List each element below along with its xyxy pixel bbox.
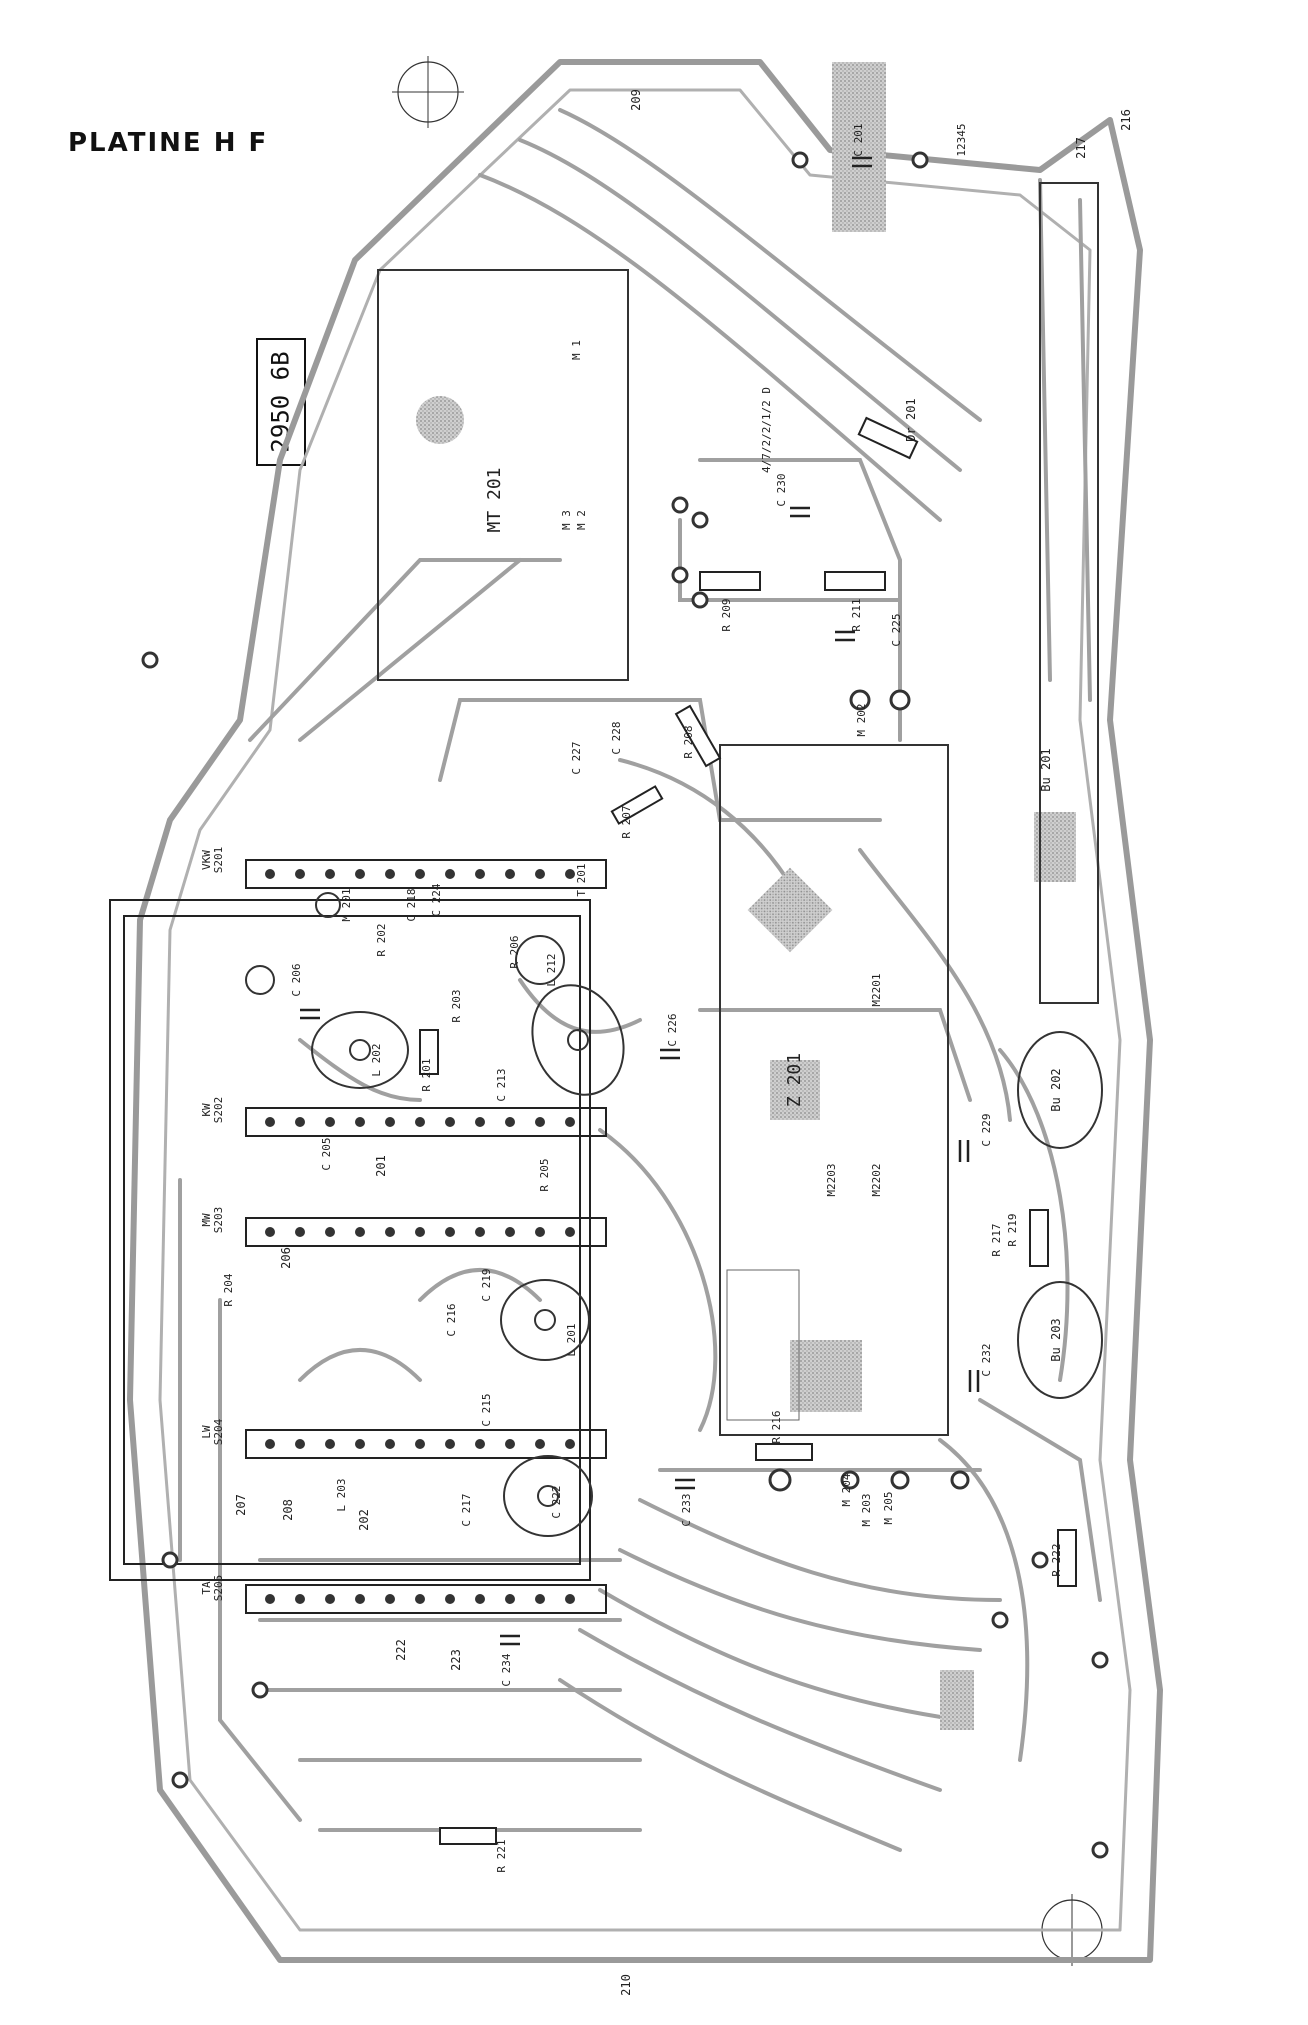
component-label: S202 [212, 1097, 225, 1124]
component-label: 209 [629, 89, 643, 111]
switch-bank-frame [109, 899, 591, 1581]
component-label: C 230 [775, 473, 788, 506]
component-label: C 229 [980, 1113, 993, 1146]
component-label: M2202 [870, 1163, 883, 1196]
registration-mark-top [392, 56, 464, 128]
component-label: S201 [212, 847, 225, 874]
component-label: M 201 [340, 888, 353, 921]
component-label: T 201 [575, 863, 588, 896]
coil-forms [245, 892, 1103, 1537]
component-label: C 225 [890, 613, 903, 646]
component-label: R 217 [990, 1223, 1003, 1256]
component-label: C 217 [460, 1493, 473, 1526]
resistors [419, 416, 1077, 1845]
capacitors [300, 156, 980, 1646]
component-label: M2201 [870, 973, 883, 1006]
component-label: S204 [212, 1418, 225, 1445]
component-label: C 234 [500, 1653, 513, 1686]
component-label: R 203 [450, 989, 463, 1022]
component-label: M 3 [560, 510, 573, 530]
component-label: R 202 [375, 923, 388, 956]
board-outline [127, 59, 1163, 1963]
jack-strip-outline [1039, 182, 1099, 1004]
component-label: C 227 [570, 741, 583, 774]
component-labels: MT 201 Z 201 Bu 201 Bu 202 Bu 203 Dr 201S201S… [200, 89, 1133, 1996]
solder-pads [141, 151, 1109, 1859]
component-label: 223 [449, 1649, 463, 1671]
component-label: C 219 [480, 1268, 493, 1301]
component-label: 210 [619, 1974, 633, 1996]
component-label: LW [200, 1425, 213, 1439]
component-label: C 201 [852, 123, 865, 156]
component-label: M 1 [570, 340, 583, 360]
component-label: Bu 203 [1049, 1318, 1063, 1361]
component-label: M2203 [825, 1163, 838, 1196]
component-label: 201 [374, 1155, 388, 1177]
switch-strips [245, 859, 607, 1614]
component-label: 208 [281, 1499, 295, 1521]
component-label: S205 [212, 1575, 225, 1602]
module-z201-outline [719, 744, 949, 1436]
module-mt201-outline [377, 269, 629, 681]
copper-traces [178, 108, 1102, 1852]
component-label: 222 [394, 1639, 408, 1661]
component-label: M 2 [575, 510, 588, 530]
component-label: VKW [200, 850, 213, 870]
component-label: R 221 [495, 1839, 508, 1872]
component-label: MT 201 [484, 467, 505, 532]
component-label: Z 201 [784, 1053, 805, 1107]
shaded-copper-areas [416, 62, 1076, 1730]
component-label: C 224 [430, 883, 443, 916]
component-label: L 202 [370, 1043, 383, 1076]
component-label: S203 [212, 1207, 225, 1234]
component-label: R 211 [850, 598, 863, 631]
component-label: Dr 201 [904, 398, 918, 441]
component-label: C 215 [480, 1393, 493, 1426]
component-label: MW [200, 1213, 213, 1227]
component-label: R 219 [1006, 1213, 1019, 1246]
component-label: Bu 201 [1039, 748, 1053, 791]
component-label: C 226 [666, 1013, 679, 1046]
component-label: L 203 [335, 1478, 348, 1511]
component-label: C 232 [980, 1343, 993, 1376]
component-label: C 228 [610, 721, 623, 754]
component-label: L 201 [565, 1323, 578, 1356]
component-label: M 205 [882, 1491, 895, 1524]
component-label: KW [200, 1103, 213, 1117]
component-label: R 206 [508, 935, 521, 968]
component-label: C 222 [550, 1485, 563, 1518]
component-label: TA [200, 1581, 213, 1595]
component-label: R 209 [720, 598, 733, 631]
switch-pads [265, 869, 575, 1604]
component-label: 4/7/2/2/1/2 D [760, 387, 773, 473]
component-label: M 204 [840, 1473, 853, 1506]
component-label: R 201 [420, 1058, 433, 1091]
diagram-title: PLATINE H F [68, 128, 269, 158]
component-label: M 202 [855, 703, 868, 736]
component-label: C 213 [495, 1068, 508, 1101]
component-label: R 205 [538, 1158, 551, 1191]
component-label: M 203 [860, 1493, 873, 1526]
component-label: 202 [357, 1509, 371, 1531]
component-label: L 212 [545, 953, 558, 986]
component-label: 217 [1074, 137, 1088, 159]
component-label: 216 [1119, 109, 1133, 131]
component-label: C 218 [405, 888, 418, 921]
component-label: R 208 [682, 725, 695, 758]
component-label: 207 [234, 1494, 248, 1516]
component-label: C 205 [320, 1137, 333, 1170]
component-label: C 206 [290, 963, 303, 996]
component-label: C 216 [445, 1303, 458, 1336]
component-label: R 204 [222, 1273, 235, 1306]
component-label: Bu 202 [1049, 1068, 1063, 1111]
component-label: R 207 [620, 805, 633, 838]
component-label: R 216 [770, 1410, 783, 1443]
component-label: C 233 [680, 1493, 693, 1526]
component-label: 12345 [955, 123, 968, 156]
component-label: R 222 [1050, 1543, 1063, 1576]
component-label: 206 [279, 1247, 293, 1269]
